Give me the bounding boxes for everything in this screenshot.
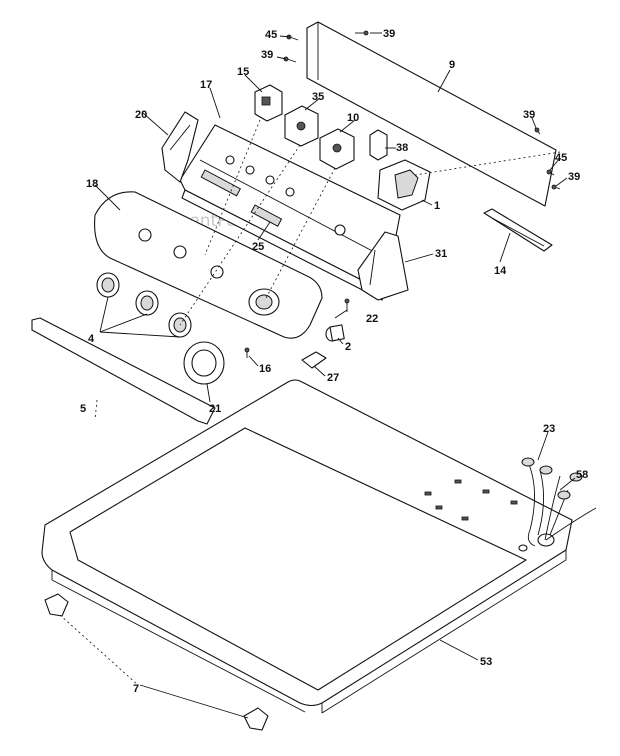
callout-10: 10 xyxy=(347,112,359,124)
callout-35: 35 xyxy=(312,91,324,103)
callout-39-right: 39 xyxy=(568,171,580,183)
callout-17: 17 xyxy=(200,79,212,91)
callout-39-left: 39 xyxy=(261,49,273,61)
part-31-right-end-cap xyxy=(357,231,409,301)
part-35-switch xyxy=(284,105,319,147)
callout-14: 14 xyxy=(494,265,507,277)
callout-23: 23 xyxy=(543,423,555,435)
part-38-component xyxy=(369,129,388,161)
screws-top xyxy=(283,30,561,190)
callout-31: 31 xyxy=(435,248,447,260)
part-17-console xyxy=(179,124,401,301)
part-14-bracket xyxy=(483,208,553,252)
small-parts xyxy=(244,298,350,369)
callout-38: 38 xyxy=(396,142,408,154)
callout-labels: 45 39 39 9 15 17 35 20 10 38 39 45 39 1 … xyxy=(80,28,588,695)
callout-39-right-top: 39 xyxy=(523,109,535,121)
part-20-left-end-cap xyxy=(161,111,199,183)
callout-18: 18 xyxy=(86,178,98,190)
callout-25: 25 xyxy=(252,241,264,253)
callout-2: 2 xyxy=(345,341,351,353)
leader-lines xyxy=(59,32,576,719)
part-7-feet xyxy=(44,593,269,731)
part-1-timer xyxy=(377,159,431,211)
part-5-trim xyxy=(31,317,216,425)
callout-22: 22 xyxy=(366,313,378,325)
callout-39-top: 39 xyxy=(383,28,395,40)
callout-58: 58 xyxy=(576,469,588,481)
callout-1: 1 xyxy=(434,200,440,212)
part-23-wire-harness xyxy=(521,457,597,547)
part-18-control-panel xyxy=(94,191,323,339)
part-53-top-cover xyxy=(41,379,573,714)
part-21-ring-knob xyxy=(183,341,225,385)
callout-4: 4 xyxy=(88,333,95,345)
callout-15: 15 xyxy=(237,66,249,78)
part-15-switch xyxy=(254,84,283,122)
callout-7: 7 xyxy=(133,683,139,695)
callout-45-top: 45 xyxy=(265,29,277,41)
callout-5: 5 xyxy=(80,403,86,415)
part-9-rear-panel xyxy=(306,21,557,207)
callout-53: 53 xyxy=(480,656,492,668)
callout-27: 27 xyxy=(327,372,339,384)
callout-20: 20 xyxy=(135,109,147,121)
callout-45-right: 45 xyxy=(555,152,567,164)
callout-21: 21 xyxy=(209,403,221,415)
callout-16: 16 xyxy=(259,363,271,375)
part-10-switch xyxy=(319,128,355,170)
callout-9: 9 xyxy=(449,59,455,71)
